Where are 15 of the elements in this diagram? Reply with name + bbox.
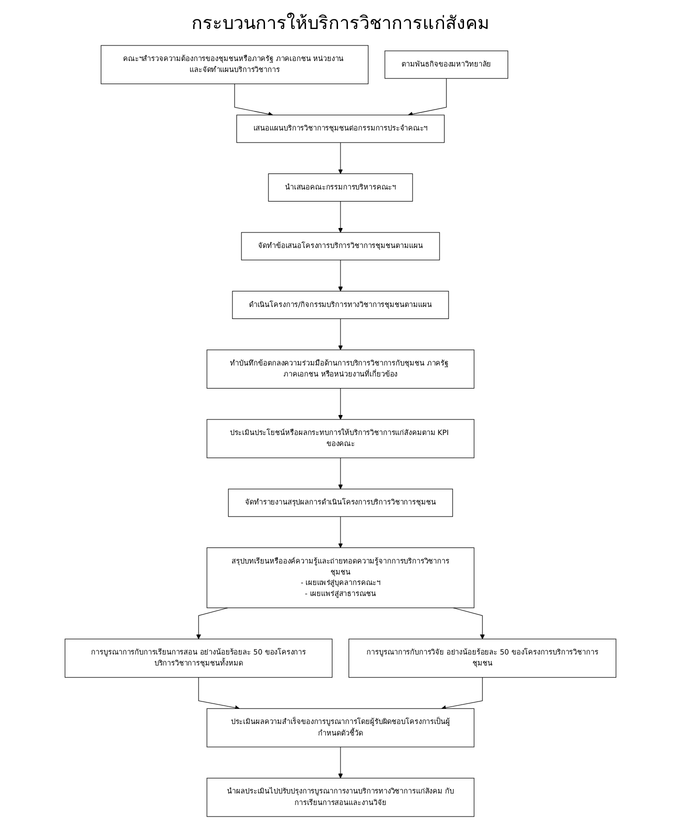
arrow: [338, 388, 343, 420]
arrow: [338, 260, 343, 292]
title: กระบวนการให้บริการวิชาการแก่สังคม: [190, 12, 490, 36]
arrow: [338, 516, 343, 548]
arrow: [338, 318, 343, 350]
arrow: [338, 142, 343, 174]
arrow: [441, 677, 483, 710]
arrow: [338, 458, 343, 490]
arrow: [196, 608, 228, 640]
arrow: [234, 84, 274, 117]
arrow: [408, 78, 447, 117]
arrow: [452, 608, 485, 640]
arrow: [198, 677, 240, 710]
arrow: [338, 746, 343, 778]
arrow: [338, 201, 343, 233]
